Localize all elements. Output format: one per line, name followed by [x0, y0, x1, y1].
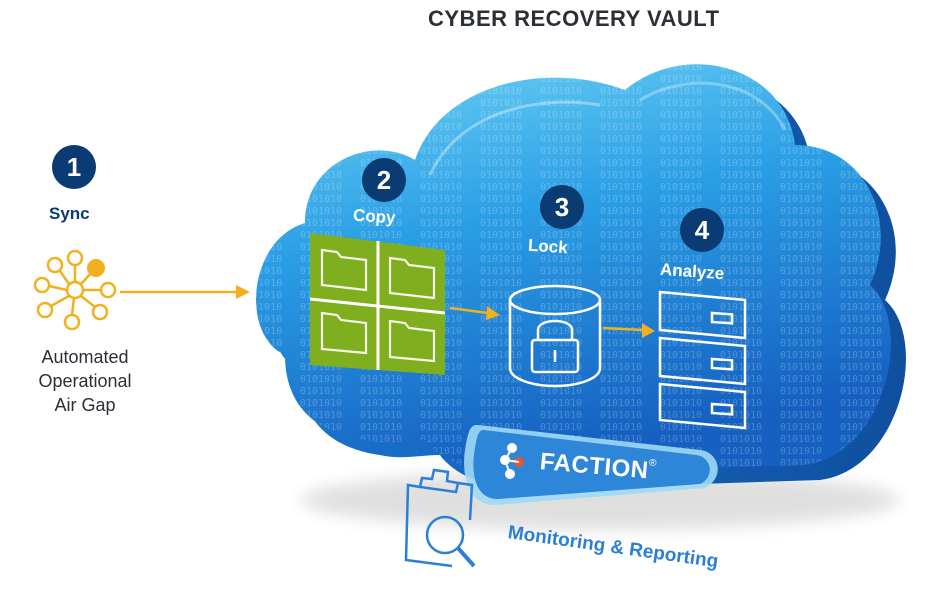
- sync-dot: [87, 259, 105, 277]
- arrow-copy-to-lock: [449, 306, 500, 320]
- step-1-badge: 1: [52, 145, 96, 189]
- clipboard-search-icon: [404, 468, 476, 568]
- folder-grid: [309, 233, 446, 375]
- airgap-line-3: Air Gap: [54, 395, 116, 415]
- airgap-line-1: Automated: [41, 347, 129, 367]
- step-2-badge: 2: [362, 158, 406, 202]
- faction-registered-mark: ®: [648, 457, 657, 470]
- step-4-badge: 4: [680, 208, 724, 252]
- cloud-shadow: [300, 470, 900, 530]
- airgap-caption: Automated Operational Air Gap: [10, 345, 160, 417]
- step-2-label: Copy: [352, 205, 397, 228]
- server-stack-icon: [658, 290, 747, 430]
- airgap-line-2: Operational: [38, 371, 132, 391]
- step-1-label: Sync: [49, 204, 90, 223]
- step-3-label: Lock: [527, 235, 569, 258]
- page-title: CYBER RECOVERY VAULT: [428, 6, 720, 31]
- faction-badge: [464, 424, 718, 505]
- faction-logo-icon: [500, 443, 524, 479]
- database-lock-icon: [508, 284, 602, 388]
- step-3-badge: 3: [540, 185, 584, 229]
- arrow-sync-to-copy: [120, 285, 250, 299]
- folder-icon: [320, 248, 436, 363]
- arrow-lock-to-analyze: [602, 323, 655, 338]
